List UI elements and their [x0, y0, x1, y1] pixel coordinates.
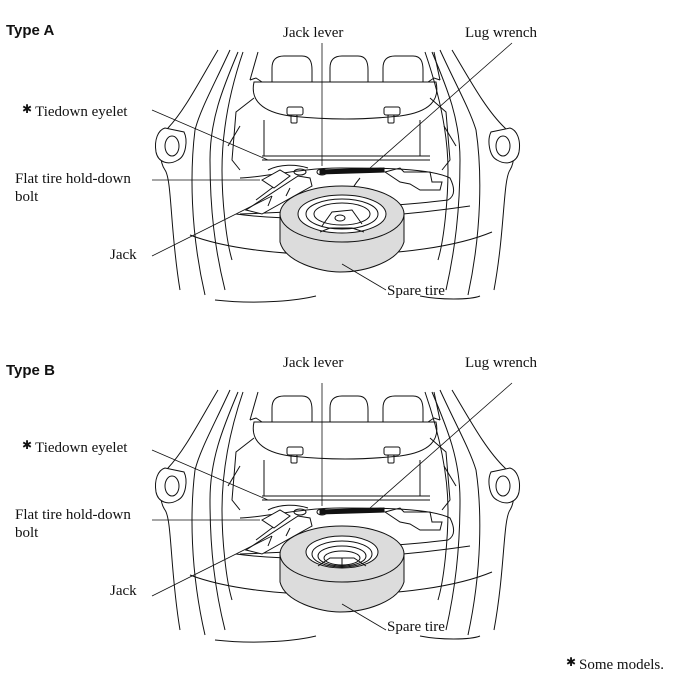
lug-wrench [319, 167, 385, 175]
body-left-outline [160, 49, 219, 291]
tiedown-eyelet-text: Tiedown eyelet [35, 104, 128, 120]
holddown-bolt-label-line1: Flat tire hold-down [15, 171, 131, 187]
leader-tiedown [151, 449, 269, 501]
tiedown-eyelet-label: ✱Tiedown eyelet [22, 100, 127, 121]
left-taillight [155, 467, 187, 504]
lug-wrench-label: Lug wrench [465, 355, 538, 371]
spare-tire-label: Spare tire [387, 619, 445, 635]
leader-spare-tire [341, 263, 387, 291]
headrest-left [271, 55, 313, 82]
jack-label: Jack [110, 583, 137, 599]
headrest-left [271, 395, 313, 422]
spare-tire [279, 525, 405, 613]
type-b-panel: Type B Jack lever Lug wrench ✱Tiedown ey… [0, 340, 684, 670]
right-taillight [488, 467, 520, 504]
cargo-area-illustration-type-a [151, 42, 520, 303]
jack-lever-label: Jack lever [283, 355, 344, 371]
type-a-title: Type A [6, 22, 55, 39]
leader-lug-wrench [369, 42, 513, 169]
leader-spare-tire [341, 603, 387, 631]
spare-tire [279, 185, 405, 273]
holddown-bolt-label-line2: bolt [15, 525, 39, 541]
holddown-bolt-label-line1: Flat tire hold-down [15, 507, 131, 523]
tonneau-cover [252, 421, 438, 460]
asterisk-icon: ✱ [565, 655, 576, 669]
leader-lug-wrench [369, 382, 513, 509]
footnote: ✱Some models. [566, 655, 664, 674]
asterisk-icon: ✱ [22, 438, 33, 452]
holddown-bolt-label-line2: bolt [15, 189, 39, 205]
type-a-panel: Type A Jack lever Lug wrench ✱Tiedown ey… [0, 0, 684, 330]
tiedown-eyelet-text: Tiedown eyelet [35, 440, 128, 456]
cargo-area-illustration-type-b [151, 382, 520, 643]
lug-wrench-label: Lug wrench [465, 25, 538, 41]
right-taillight [488, 127, 520, 164]
spare-tire-label: Spare tire [387, 283, 445, 299]
jack [244, 175, 313, 215]
headrest-center [329, 395, 369, 422]
footnote-text: Some models. [579, 657, 664, 673]
body-right-outline [451, 49, 515, 291]
jack-lever-label: Jack lever [283, 25, 344, 41]
jack-label: Jack [110, 247, 137, 263]
type-b-title: Type B [6, 362, 55, 379]
headrest-center [329, 55, 369, 82]
left-taillight [155, 127, 187, 164]
headrest-right [382, 55, 424, 82]
leader-tiedown [151, 109, 269, 161]
leader-jack [151, 535, 273, 597]
jack [244, 515, 313, 555]
tonneau-cover [252, 81, 438, 120]
leader-jack [151, 195, 273, 257]
lug-wrench [319, 507, 385, 515]
tiedown-eyelet-label: ✱Tiedown eyelet [22, 436, 127, 457]
asterisk-icon: ✱ [22, 102, 33, 116]
headrest-right [382, 395, 424, 422]
